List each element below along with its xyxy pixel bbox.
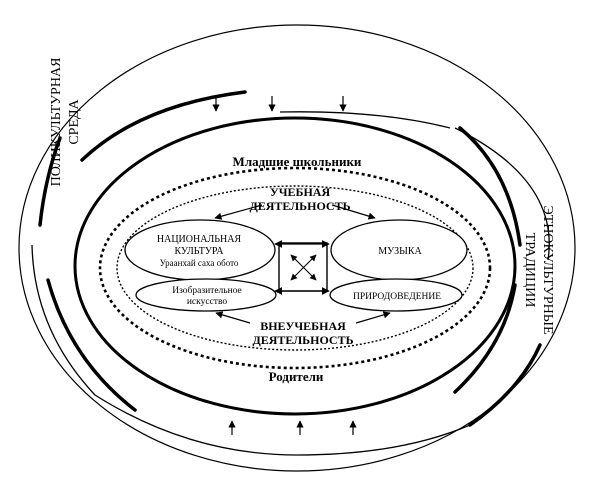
center-cross-arrows [290,254,317,281]
top-arrows [212,96,347,112]
outer-environment-ellipse [18,24,576,472]
national-culture-line2: КУЛЬТУРА [175,246,225,257]
parents-label: Родители [269,369,324,384]
schoolchildren-ellipse [73,116,517,416]
learning-activity-line2: ДЕЯТЕЛЬНОСТЬ [249,199,350,213]
national-culture-line3: Ураанхай саха обото [160,258,239,268]
right-label-line2: ТРАДИЦИИ [522,233,537,308]
nature-study-label: ПРИРОДОВЕДЕНИЕ [353,292,441,302]
schoolchildren-label: Младшие школьники [233,154,362,169]
fine-art-line2: искусство [187,297,228,307]
learning-activity-line1: УЧЕБНАЯ [270,185,331,199]
fine-art-line1: Изобразительное [172,285,242,296]
connector-arrows [274,240,330,295]
left-label-line1: ПОЛИКУЛЬТУРНАЯ [49,58,64,187]
dotted-inner-ellipse [116,185,474,351]
extracurricular-line1: ВНЕУЧЕБНАЯ [260,319,346,333]
nature-study-ellipse [329,278,463,312]
music-label: МУЗЫКА [378,246,422,257]
outer-thick-arcs [38,90,542,427]
left-label-line2: СРЕДА [67,98,82,144]
extracurricular-line2: ДЕЯТЕЛЬНОСТЬ [252,333,353,347]
activity-arrows [214,204,391,324]
outer-thin-arcs [31,111,550,456]
dotted-outer-ellipse [98,166,492,370]
national-culture-line1: НАЦИОНАЛЬНАЯ [157,234,242,245]
bottom-arrows [228,420,357,435]
fine-art-ellipse [135,278,277,312]
right-label-line1: ЭТНОКУЛЬТУРНЫЕ [540,205,555,334]
